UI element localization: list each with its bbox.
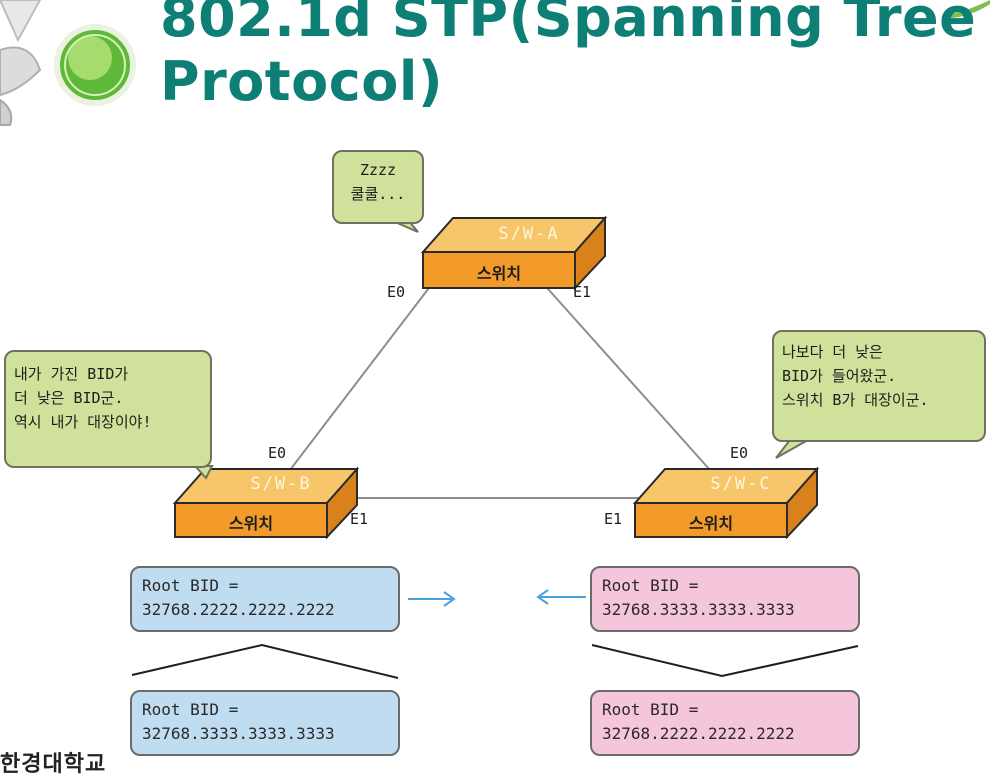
- bubble-line: 쿨쿨...: [350, 185, 406, 203]
- port-b-e1: E1: [350, 510, 369, 528]
- bid-box-b-after: Root BID = 32768.3333.3333.3333: [130, 690, 400, 756]
- bubble-line: 더 낮은 BID군.: [14, 389, 124, 407]
- transition-line-left: [131, 643, 399, 679]
- decorative-emblem: [0, 0, 136, 126]
- bid-label: Root BID =: [142, 576, 239, 595]
- bubble-c-tail: [775, 439, 812, 459]
- bubble-line: 스위치 B가 대장이군.: [782, 391, 929, 409]
- switch-c-name: S/W-C: [710, 474, 772, 494]
- page-title: 802.1d STP(Spanning Tree Protocol): [160, 0, 977, 113]
- orb-highlight: [68, 36, 112, 80]
- bid-box-c-after: Root BID = 32768.2222.2222.2222: [590, 690, 860, 756]
- switch-b: [172, 466, 360, 540]
- port-c-e0: E0: [730, 444, 749, 462]
- bubble-line: 역시 내가 대장이야!: [14, 413, 152, 431]
- bid-label: Root BID =: [602, 700, 699, 719]
- bid-label: Root BID =: [602, 576, 699, 595]
- switch-c-label: 스위치: [688, 514, 734, 533]
- corner-accent: [950, 0, 990, 18]
- leaf-shape: [0, 46, 42, 97]
- port-b-e0: E0: [268, 444, 287, 462]
- footer-university-logo: 한경대학교: [0, 752, 107, 777]
- switch-b-label: 스위치: [228, 514, 274, 533]
- switch-a-name: S/W-A: [498, 224, 560, 244]
- bubble-line: BID가 들어왔군.: [782, 367, 897, 385]
- leaf-shape: [0, 98, 13, 126]
- bid-label: Root BID =: [142, 700, 239, 719]
- bid-value: 32768.2222.2222.2222: [602, 724, 795, 743]
- port-a-e0: E0: [387, 283, 406, 301]
- transition-line-right: [591, 644, 859, 678]
- leaf-shape: [0, 0, 42, 43]
- link-a-c: [539, 279, 711, 471]
- switch-b-name: S/W-B: [250, 474, 312, 494]
- bid-box-c-before: Root BID = 32768.3333.3333.3333: [590, 566, 860, 632]
- bid-value: 32768.3333.3333.3333: [142, 724, 335, 743]
- link-a-b: [289, 279, 436, 471]
- bid-value: 32768.3333.3333.3333: [602, 600, 795, 619]
- arrow-left: [536, 589, 586, 605]
- bubble-switch-b: 내가 가진 BID가 더 낮은 BID군. 역시 내가 대장이야!: [4, 350, 212, 468]
- bid-box-b-before: Root BID = 32768.2222.2222.2222: [130, 566, 400, 632]
- bubble-line: 나보다 더 낮은: [782, 343, 883, 361]
- switch-c: [632, 466, 820, 540]
- bubble-line: 내가 가진 BID가: [14, 365, 129, 383]
- port-a-e1: E1: [573, 283, 592, 301]
- bubble-line: Zzzz: [359, 161, 397, 179]
- port-c-e1: E1: [604, 510, 623, 528]
- bid-value: 32768.2222.2222.2222: [142, 600, 335, 619]
- bubble-switch-c: 나보다 더 낮은 BID가 들어왔군. 스위치 B가 대장이군.: [772, 330, 986, 442]
- switch-a-label: 스위치: [476, 264, 522, 283]
- switch-a: [420, 215, 608, 291]
- bubble-switch-a: Zzzz 쿨쿨...: [332, 150, 424, 224]
- arrow-right: [408, 591, 456, 607]
- orb-ring: [64, 34, 126, 96]
